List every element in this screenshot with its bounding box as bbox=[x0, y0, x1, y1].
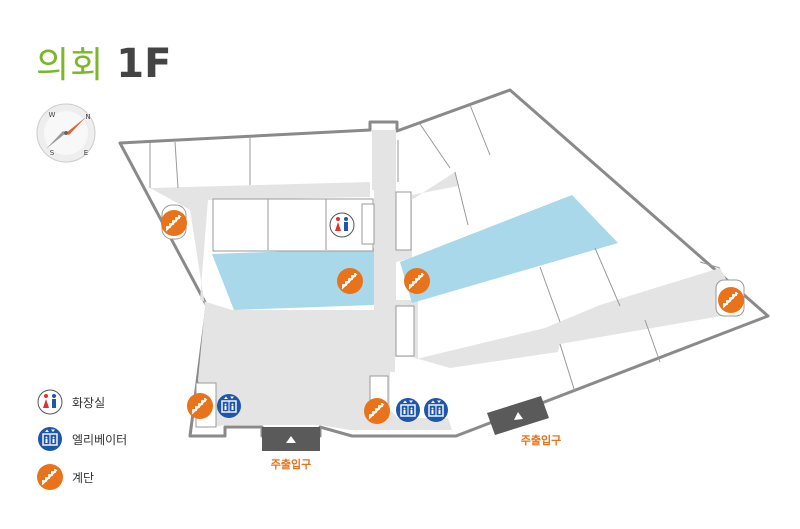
floor-number: 1F bbox=[116, 41, 172, 87]
elevator-marker[interactable] bbox=[423, 397, 449, 423]
restroom-marker[interactable] bbox=[329, 212, 355, 238]
legend-label: 화장실 bbox=[72, 395, 106, 410]
stairs-marker[interactable] bbox=[186, 392, 214, 420]
elevator-icon bbox=[423, 397, 449, 423]
entrance-label: 주출입구 bbox=[271, 457, 311, 471]
legend-elevator: 엘리베이터 bbox=[36, 425, 127, 453]
compass-south: S bbox=[50, 149, 55, 157]
stairs-icon bbox=[37, 464, 63, 490]
restroom-icon bbox=[37, 389, 63, 415]
stairs-icon bbox=[717, 286, 745, 314]
compass-north: N bbox=[85, 113, 90, 121]
stairs-icon bbox=[403, 267, 431, 295]
legend-label: 엘리베이터 bbox=[72, 432, 128, 447]
entrance-label: 주출입구 bbox=[521, 433, 561, 447]
building-name: 의회 bbox=[36, 45, 105, 86]
entrance-right[interactable]: 주출입구 bbox=[487, 396, 561, 447]
stairs-icon bbox=[160, 209, 188, 237]
restroom-icon bbox=[329, 212, 355, 238]
corridors bbox=[150, 130, 744, 430]
stairs-icon bbox=[186, 392, 214, 420]
elevator-icon bbox=[38, 427, 62, 451]
elevator-icon bbox=[395, 397, 421, 423]
stairs-icon bbox=[363, 397, 391, 425]
courtyard-left bbox=[212, 248, 374, 310]
elevator-marker[interactable] bbox=[216, 393, 242, 419]
compass: N E S W bbox=[36, 103, 96, 163]
elevator-icon bbox=[216, 393, 242, 419]
entrance-arrow-icon bbox=[514, 412, 523, 420]
legend-restroom: 화장실 bbox=[36, 388, 105, 416]
stairs-icon bbox=[336, 267, 364, 295]
legend-label: 계단 bbox=[72, 470, 95, 485]
courtyard-right bbox=[400, 195, 618, 303]
entrance-arrow-icon bbox=[286, 436, 296, 443]
floor-title: 의회 1F bbox=[36, 36, 171, 87]
elevator-marker[interactable] bbox=[395, 397, 421, 423]
stairs-marker[interactable] bbox=[717, 286, 745, 314]
entrance-left[interactable]: 주출입구 bbox=[262, 427, 320, 471]
stairs-marker[interactable] bbox=[160, 209, 188, 237]
compass-west: W bbox=[49, 111, 56, 119]
stairs-marker[interactable] bbox=[363, 397, 391, 425]
stairs-marker[interactable] bbox=[336, 267, 364, 295]
legend-stairs: 계단 bbox=[36, 463, 94, 491]
compass-east: E bbox=[84, 149, 88, 157]
stairs-marker[interactable] bbox=[403, 267, 431, 295]
